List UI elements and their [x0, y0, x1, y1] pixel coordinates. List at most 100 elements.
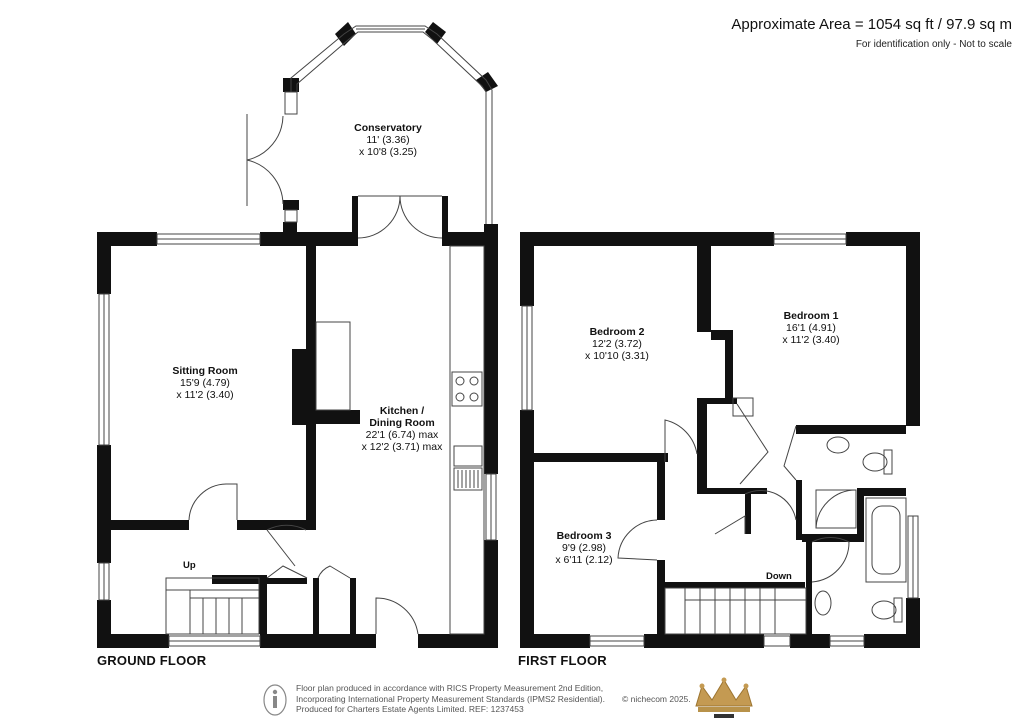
wall	[711, 330, 733, 340]
footer-line: Floor plan produced in accordance with R…	[296, 683, 604, 693]
door	[664, 419, 698, 462]
room-conservatory: Conservatory 11' (3.36) x 10'8 (3.25)	[354, 122, 422, 158]
wall	[335, 22, 356, 46]
wall	[97, 634, 169, 648]
hob	[451, 371, 483, 407]
nichecom-credit: © nichecom 2025.	[622, 694, 691, 704]
room-bedroom-1: Bedroom 1 16'1 (4.91) x 11'2 (3.40)	[782, 310, 839, 346]
approximate-area: Approximate Area = 1054 sq ft / 97.9 sq …	[731, 16, 1012, 33]
room-dimension: x 6'11 (2.12)	[555, 554, 613, 566]
basin	[814, 590, 832, 616]
wall	[267, 578, 307, 584]
wall	[796, 480, 802, 540]
stairs-down-label: Down	[766, 571, 792, 582]
wall	[283, 222, 297, 246]
kitchen-worktop	[449, 245, 485, 635]
french-door	[357, 195, 401, 239]
door	[617, 519, 658, 561]
wall	[864, 488, 906, 496]
basin	[826, 436, 850, 454]
room-dimension: 9'9 (2.98)	[561, 542, 607, 554]
first-floor-label: FIRST FLOOR	[518, 653, 607, 668]
door	[783, 425, 797, 481]
room-dimension: 11' (3.36)	[366, 134, 410, 146]
window	[284, 209, 298, 223]
room-dimension: x 11'2 (3.40)	[176, 389, 234, 401]
crown-logo-icon	[695, 677, 753, 718]
room-dimension: 12'2 (3.72)	[592, 338, 642, 350]
conservatory-glazing	[290, 25, 493, 224]
room-bedroom-2: Bedroom 2 12'2 (3.72) x 10'10 (3.31)	[585, 326, 649, 362]
ground-floor-label: GROUND FLOOR	[97, 653, 207, 668]
sink	[453, 445, 483, 467]
wall	[350, 578, 356, 634]
wall	[657, 560, 665, 634]
wall	[790, 634, 830, 648]
wall	[97, 445, 111, 563]
wall	[665, 582, 805, 588]
room-name: Conservatory	[354, 122, 422, 134]
scale-note: For identification only - Not to scale	[855, 39, 1012, 50]
wall	[283, 200, 299, 210]
room-dimension: x 12'2 (3.71) max	[361, 441, 443, 453]
toilet	[893, 597, 903, 623]
wall	[306, 246, 316, 530]
wall	[212, 575, 264, 584]
wall	[484, 232, 498, 474]
wall	[260, 634, 376, 648]
wall	[745, 494, 751, 534]
room-dimension: 22'1 (6.74) max	[365, 429, 439, 441]
wall	[644, 634, 764, 648]
wall	[520, 634, 590, 648]
staircase	[165, 577, 260, 635]
door	[736, 403, 769, 485]
wall	[418, 634, 498, 648]
wall	[657, 462, 665, 520]
wall	[260, 232, 358, 246]
room-name: Kitchen /	[379, 405, 425, 417]
room-name: Sitting Room	[172, 365, 238, 377]
wall	[520, 232, 774, 246]
door	[375, 597, 419, 635]
wall	[697, 246, 711, 332]
room-sitting-room: Sitting Room 15'9 (4.79) x 11'2 (3.40)	[172, 365, 237, 401]
window	[763, 635, 791, 647]
wall	[352, 196, 358, 246]
wall	[906, 232, 920, 426]
wall	[313, 578, 319, 634]
room-dimension: 15'9 (4.79)	[180, 377, 230, 389]
room-dimension: x 10'8 (3.25)	[358, 146, 418, 158]
wall	[292, 349, 308, 425]
wall	[707, 398, 737, 404]
wall	[520, 410, 534, 648]
door	[744, 490, 797, 521]
window	[284, 91, 298, 115]
wall	[237, 520, 316, 530]
toilet	[883, 449, 893, 475]
wall	[697, 398, 707, 494]
footer-disclaimer: Floor plan produced in accordance with R…	[296, 683, 605, 715]
wall	[857, 488, 864, 542]
ipms-logo-icon	[263, 684, 287, 716]
wall	[806, 542, 812, 634]
room-dimension: x 10'10 (3.31)	[585, 350, 649, 362]
wall	[97, 232, 157, 246]
wall	[442, 196, 448, 246]
room-name: Bedroom 2	[589, 326, 645, 338]
footer-line: Incorporating International Property Mea…	[296, 693, 605, 704]
wall	[111, 520, 189, 530]
wall	[520, 232, 534, 306]
room-name: Bedroom 3	[556, 530, 612, 542]
chimney-breast	[315, 321, 351, 411]
wall	[846, 232, 920, 246]
french-door	[246, 114, 284, 161]
room-name: Bedroom 1	[783, 310, 839, 322]
door	[188, 483, 238, 521]
wall	[259, 575, 267, 634]
wall	[316, 410, 360, 424]
shower	[815, 489, 857, 529]
stairs-up-label: Up	[183, 560, 196, 571]
staircase	[664, 587, 807, 635]
room-dimension: 16'1 (4.91)	[786, 322, 836, 334]
